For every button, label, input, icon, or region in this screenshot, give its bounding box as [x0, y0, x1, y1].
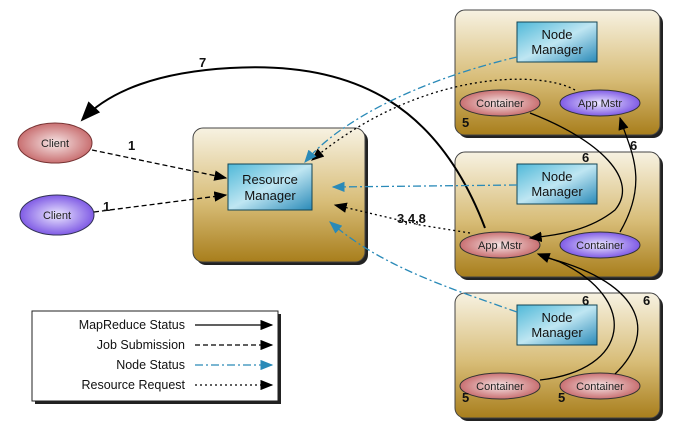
- step-label-1b: 1: [103, 199, 110, 214]
- legend-item: Job Submission: [97, 338, 274, 352]
- mapreduce-status-6b: [618, 116, 637, 233]
- resource-manager-label-1: Resource: [242, 172, 298, 187]
- legend-label: Node Status: [116, 358, 185, 372]
- container-ellipse: [559, 89, 641, 117]
- step-label-6c: 6: [582, 293, 589, 308]
- container-label: Container: [476, 98, 524, 110]
- client-2-label: Client: [43, 210, 71, 222]
- step-label-6d: 6: [643, 293, 650, 308]
- resource-manager-label-2: Manager: [244, 188, 296, 203]
- container-label: Container: [476, 381, 524, 393]
- node-status-arrow-1: [304, 56, 518, 163]
- container-ellipse: [559, 231, 641, 259]
- client-1-label: Client: [41, 138, 69, 150]
- job-submission-arrow-2: [93, 191, 228, 213]
- node-status-arrow-2: [331, 181, 518, 193]
- node-manager-box: [516, 21, 598, 63]
- mapreduce-status-arrow-7: [80, 66, 486, 229]
- resource-manager-panel: Resource Manager: [192, 127, 368, 265]
- container-label: Container: [576, 381, 624, 393]
- step-label-5: 5: [558, 390, 565, 405]
- job-submission-arrow-1: [91, 149, 228, 181]
- node-manager-label: Manager: [531, 42, 583, 57]
- mapreduce-status-6c: [536, 253, 615, 381]
- node-manager-box: [516, 163, 598, 205]
- legend-item: Node Status: [116, 358, 274, 372]
- container-label: Container: [576, 240, 624, 252]
- legend-label: MapReduce Status: [79, 318, 185, 332]
- step-label-348: 3,4,8: [397, 211, 426, 226]
- legend-label: Resource Request: [81, 378, 185, 392]
- container-label: App Mstr: [478, 240, 522, 252]
- step-label-6a: 6: [582, 150, 589, 165]
- step-label-5: 5: [462, 390, 469, 405]
- container-ellipse: [559, 372, 641, 400]
- node-manager-label: Manager: [531, 184, 583, 199]
- legend-item: Resource Request: [81, 378, 274, 392]
- node-manager-label: Node: [541, 169, 572, 184]
- legend-item: MapReduce Status: [79, 318, 274, 332]
- mapreduce-status-6d: [539, 255, 639, 375]
- container-ellipse: [459, 231, 541, 259]
- client-2: Client: [19, 194, 95, 236]
- node-manager-label: Node: [541, 310, 572, 325]
- node-manager-label: Manager: [531, 325, 583, 340]
- step-label-7: 7: [199, 55, 206, 70]
- legend-label: Job Submission: [97, 338, 185, 352]
- client-1: Client: [17, 122, 93, 164]
- mapreduce-status-6a: [528, 112, 624, 243]
- container-label: App Mstr: [578, 98, 622, 110]
- node-manager-label: Node: [541, 27, 572, 42]
- node-manager-box: [516, 304, 598, 346]
- step-label-1a: 1: [128, 138, 135, 153]
- container-ellipse: [459, 372, 541, 400]
- step-label-6b: 6: [630, 138, 637, 153]
- container-ellipse: [459, 89, 541, 117]
- step-label-5: 5: [462, 115, 469, 130]
- resource-request-arrow: [333, 202, 471, 234]
- resource-request-node1: [311, 78, 576, 161]
